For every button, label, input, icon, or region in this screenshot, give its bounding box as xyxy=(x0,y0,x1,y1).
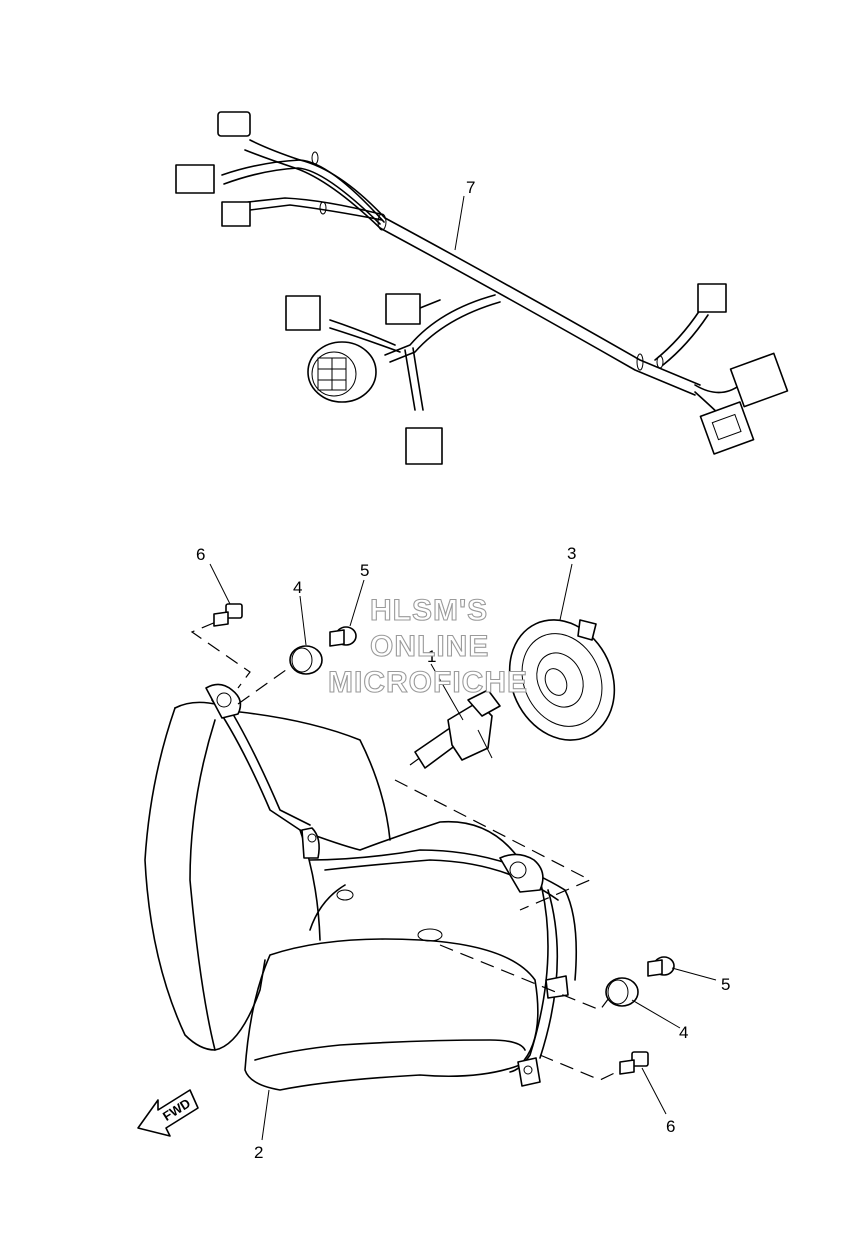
callout-3: 3 xyxy=(567,544,576,563)
headlight-bulb[interactable] xyxy=(414,689,501,769)
collar-screw-lower[interactable] xyxy=(647,956,675,977)
callout-leaders xyxy=(209,195,717,1141)
callout-7: 7 xyxy=(466,178,475,197)
callout-6-upper: 6 xyxy=(196,545,205,564)
callout-5-upper: 5 xyxy=(360,561,369,580)
callout-5-lower: 5 xyxy=(721,975,730,994)
grommet-lower[interactable] xyxy=(605,977,639,1007)
watermark-line-1: HLSM'S xyxy=(370,594,488,627)
bolt-lower[interactable] xyxy=(619,1051,649,1075)
watermark: HLSM'S ONLINE MICROFICHE xyxy=(327,593,528,699)
callout-4-upper: 4 xyxy=(293,578,302,597)
collar-screw-upper[interactable] xyxy=(329,626,357,647)
grommet-upper[interactable] xyxy=(289,645,323,675)
headlight-assembly[interactable] xyxy=(144,683,577,1091)
watermark-line-2: ONLINE xyxy=(370,630,489,663)
watermark-line-3: MICROFICHE xyxy=(328,666,528,699)
forward-arrow-icon: FWD xyxy=(137,1089,199,1137)
wire-harness[interactable] xyxy=(175,111,789,465)
callout-4-lower: 4 xyxy=(679,1023,688,1042)
socket-cover[interactable] xyxy=(490,603,633,758)
callout-1: 1 xyxy=(427,647,436,666)
callout-6-lower: 6 xyxy=(666,1117,675,1136)
callout-2: 2 xyxy=(254,1143,263,1162)
bolt-upper[interactable] xyxy=(213,603,243,627)
